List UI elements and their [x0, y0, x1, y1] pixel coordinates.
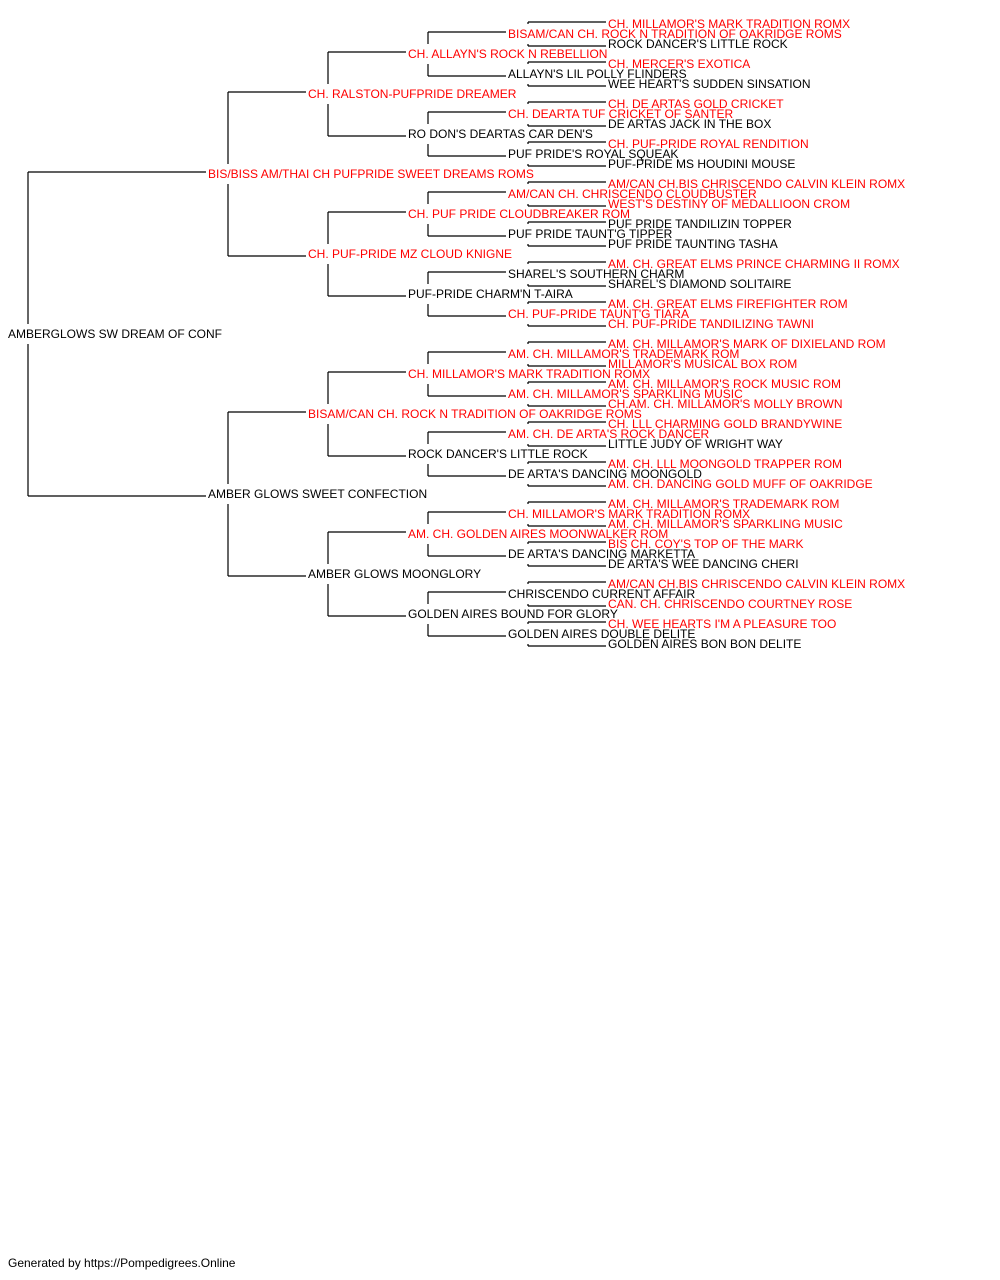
pedigree-name-gen5-11: PUF PRIDE TANDILIZIN TOPPER	[608, 217, 792, 231]
pedigree-name-gen4-14: DE ARTA'S DANCING MARKETTA	[508, 547, 695, 561]
pedigree-name-gen3-6: ROCK DANCER'S LITTLE ROCK	[408, 447, 588, 461]
pedigree-name-gen5-7: CH. PUF-PRIDE ROYAL RENDITION	[608, 137, 809, 151]
pedigree-name-gen5-30: CAN. CH. CHRISCENDO COURTNEY ROSE	[608, 597, 852, 611]
pedigree-name-gen2-1: CH. RALSTON-PUFPRIDE DREAMER	[308, 87, 517, 101]
pedigree-name-gen4-5: AM/CAN CH. CHRISCENDO CLOUDBUSTER	[508, 187, 757, 201]
pedigree-name-gen2-3: BISAM/CAN CH. ROCK N TRADITION OF OAKRID…	[308, 407, 642, 421]
pedigree-name-gen4-4: PUF PRIDE'S ROYAL SQUEAK	[508, 147, 678, 161]
pedigree-name-gen1-1: BIS/BISS AM/THAI CH PUFPRIDE SWEET DREAM…	[208, 167, 534, 181]
pedigree-name-gen5-4: WEE HEART'S SUDDEN SINSATION	[608, 77, 811, 91]
pedigree-name-gen4-16: GOLDEN AIRES DOUBLE DELITE	[508, 627, 695, 641]
pedigree-name-gen5-20: CH.AM. CH. MILLAMOR'S MOLLY BROWN	[608, 397, 843, 411]
pedigree-name-gen5-26: AM. CH. MILLAMOR'S SPARKLING MUSIC	[608, 517, 843, 531]
pedigree-name-gen3-3: CH. PUF PRIDE CLOUDBREAKER ROM	[408, 207, 630, 221]
pedigree-name-gen5-12: PUF PRIDE TAUNTING TASHA	[608, 237, 778, 251]
pedigree-name-gen5-3: CH. MERCER'S EXOTICA	[608, 57, 750, 71]
pedigree-name-gen4-3: CH. DEARTA TUF CRICKET OF SANTER	[508, 107, 733, 121]
pedigree-name-gen4-1: BISAM/CAN CH. ROCK N TRADITION OF OAKRID…	[508, 27, 842, 41]
pedigree-name-gen3-2: RO DON'S DEARTAS CAR DEN'S	[408, 127, 593, 141]
pedigree-name-gen4-6: PUF PRIDE TAUNT'G TIPPER	[508, 227, 673, 241]
pedigree-name-gen1-2: AMBER GLOWS SWEET CONFECTION	[208, 487, 427, 501]
pedigree-name-gen5-13: AM. CH. GREAT ELMS PRINCE CHARMING II RO…	[608, 257, 900, 271]
pedigree-name-gen3-7: AM. CH. GOLDEN AIRES MOONWALKER ROM	[408, 527, 668, 541]
pedigree-connector-lines	[27, 21, 606, 647]
pedigree-name-gen5-8: PUF-PRIDE MS HOUDINI MOUSE	[608, 157, 795, 171]
pedigree-name-gen4-13: CH. MILLAMOR'S MARK TRADITION ROMX	[508, 507, 750, 521]
pedigree-name-gen5-16: CH. PUF-PRIDE TANDILIZING TAWNI	[608, 317, 814, 331]
pedigree-name-gen5-1: CH. MILLAMOR'S MARK TRADITION ROMX	[608, 17, 850, 31]
pedigree-name-gen5-21: CH. LLL CHARMING GOLD BRANDYWINE	[608, 417, 842, 431]
pedigree-name-gen4-11: AM. CH. DE ARTA'S ROCK DANCER	[508, 427, 710, 441]
pedigree-name-gen5-2: ROCK DANCER'S LITTLE ROCK	[608, 37, 788, 51]
pedigree-name-gen3-8: GOLDEN AIRES BOUND FOR GLORY	[408, 607, 618, 621]
pedigree-name-gen5-31: CH. WEE HEARTS I'M A PLEASURE TOO	[608, 617, 836, 631]
generated-by-footer: Generated by https://Pompedigrees.Online	[8, 1256, 236, 1270]
pedigree-name-gen2-4: AMBER GLOWS MOONGLORY	[308, 567, 481, 581]
pedigree-name-gen5-14: SHAREL'S DIAMOND SOLITAIRE	[608, 277, 791, 291]
pedigree-name-gen5-32: GOLDEN AIRES BON BON DELITE	[608, 637, 801, 651]
pedigree-name-gen4-12: DE ARTA'S DANCING MOONGOLD	[508, 467, 702, 481]
pedigree-name-gen4-15: CHRISCENDO CURRENT AFFAIR	[508, 587, 695, 601]
pedigree-name-gen5-23: AM. CH. LLL MOONGOLD TRAPPER ROM	[608, 457, 842, 471]
pedigree-name-gen5-15: AM. CH. GREAT ELMS FIREFIGHTER ROM	[608, 297, 848, 311]
pedigree-name-gen3-4: PUF-PRIDE CHARM'N T-AIRA	[408, 287, 573, 301]
pedigree-name-gen5-17: AM. CH. MILLAMOR'S MARK OF DIXIELAND ROM	[608, 337, 886, 351]
pedigree-name-gen5-6: DE ARTAS JACK IN THE BOX	[608, 117, 771, 131]
pedigree-name-gen5-9: AM/CAN CH.BIS CHRISCENDO CALVIN KLEIN RO…	[608, 177, 905, 191]
pedigree-name-gen2-2: CH. PUF-PRIDE MZ CLOUD KNIGNE	[308, 247, 512, 261]
pedigree-name-gen5-25: AM. CH. MILLAMOR'S TRADEMARK ROM	[608, 497, 839, 511]
pedigree-name-gen5-10: WEST'S DESTINY OF MEDALLIOON CROM	[608, 197, 850, 211]
pedigree-name-gen5-18: MILLAMOR'S MUSICAL BOX ROM	[608, 357, 797, 371]
pedigree-name-gen3-1: CH. ALLAYN'S ROCK N REBELLION	[408, 47, 607, 61]
pedigree-name-gen5-5: CH. DE ARTAS GOLD CRICKET	[608, 97, 784, 111]
pedigree-name-gen4-10: AM. CH. MILLAMOR'S SPARKLING MUSIC	[508, 387, 743, 401]
pedigree-name-gen5-28: DE ARTA'S WEE DANCING CHERI	[608, 557, 799, 571]
pedigree-name-gen5-24: AM. CH. DANCING GOLD MUFF OF OAKRIDGE	[608, 477, 873, 491]
pedigree-name-labels: AMBERGLOWS SW DREAM OF CONF BIS/BISS AM/T…	[8, 17, 905, 651]
pedigree-name-gen3-5: CH. MILLAMOR'S MARK TRADITION ROMX	[408, 367, 650, 381]
pedigree-name-gen4-9: AM. CH. MILLAMOR'S TRADEMARK ROM	[508, 347, 739, 361]
pedigree-name-gen4-8: CH. PUF-PRIDE TAUNT'G TIARA	[508, 307, 689, 321]
pedigree-name-subject-1: AMBERGLOWS SW DREAM OF CONF	[8, 327, 222, 341]
pedigree-name-gen5-19: AM. CH. MILLAMOR'S ROCK MUSIC ROM	[608, 377, 841, 391]
pedigree-name-gen4-7: SHAREL'S SOUTHERN CHARM	[508, 267, 684, 281]
pedigree-name-gen4-2: ALLAYN'S LIL POLLY FLINDERS	[508, 67, 687, 81]
pedigree-name-gen5-22: LITTLE JUDY OF WRIGHT WAY	[608, 437, 783, 451]
pedigree-name-gen5-27: BIS CH. COY'S TOP OF THE MARK	[608, 537, 803, 551]
pedigree-name-gen5-29: AM/CAN CH.BIS CHRISCENDO CALVIN KLEIN RO…	[608, 577, 905, 591]
